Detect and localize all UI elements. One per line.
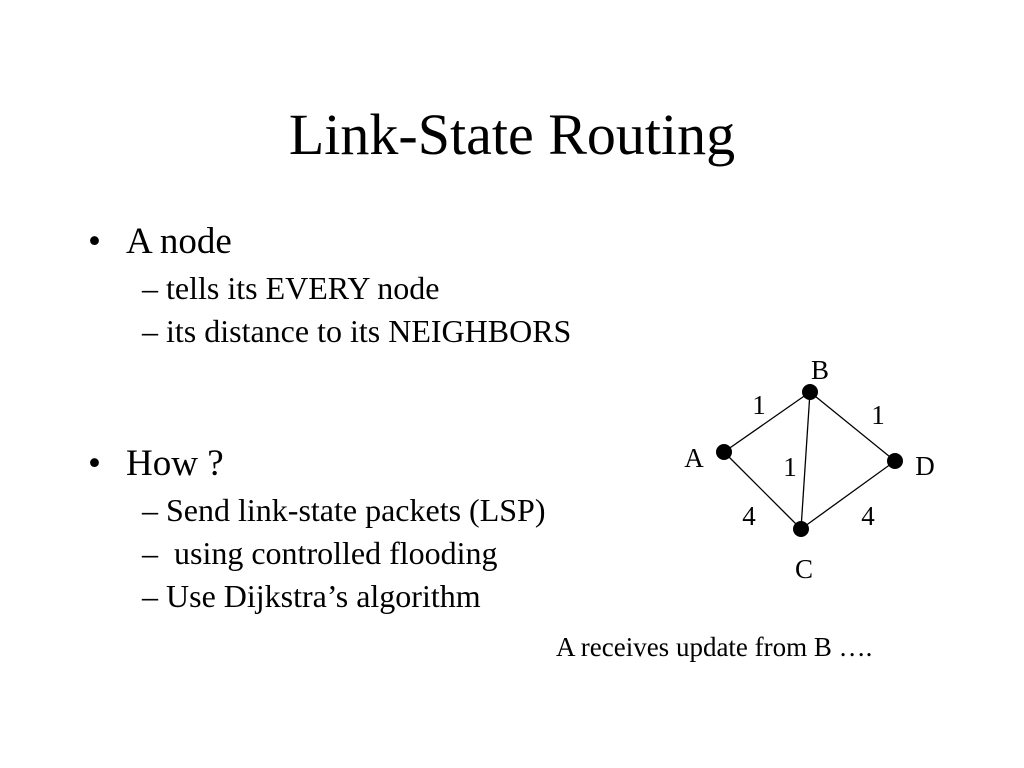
bullet-text: A node	[126, 221, 232, 262]
caption: A receives update from B ….	[556, 632, 873, 662]
node-label: A	[684, 443, 704, 473]
bullet-text: How ?	[126, 443, 224, 484]
graph-nodes: A B C D	[684, 355, 935, 584]
node-label: C	[795, 554, 813, 584]
edge-weight-label: 1	[783, 452, 797, 482]
bullet-marker: •	[88, 443, 101, 484]
sub-bullet: – Use Dijkstra’s algorithm	[142, 578, 481, 614]
sub-bullet: – Send link-state packets (LSP)	[142, 492, 546, 528]
bullet-marker: •	[88, 221, 101, 262]
sub-bullet: – its distance to its NEIGHBORS	[142, 313, 572, 349]
slide-title: Link-State Routing	[288, 102, 736, 167]
node-label: B	[811, 355, 829, 385]
edge-weight-label: 1	[871, 400, 885, 430]
node-a	[716, 444, 732, 460]
sub-bullet: – using controlled flooding	[142, 535, 498, 571]
edge-a-c	[723, 451, 802, 530]
edge-a-b	[723, 391, 811, 453]
sub-bullet: – tells its EVERY node	[142, 270, 440, 306]
edge-weight-label: 1	[752, 390, 766, 420]
node-label: D	[915, 451, 935, 481]
edge-weight-label: 4	[742, 501, 756, 531]
node-d	[887, 453, 903, 469]
node-b	[802, 384, 818, 400]
edge-c-d	[800, 460, 896, 530]
node-c	[793, 521, 809, 537]
edge-weight-label: 4	[861, 501, 875, 531]
edge-b-d	[809, 391, 896, 462]
edge-b-c	[800, 391, 811, 530]
